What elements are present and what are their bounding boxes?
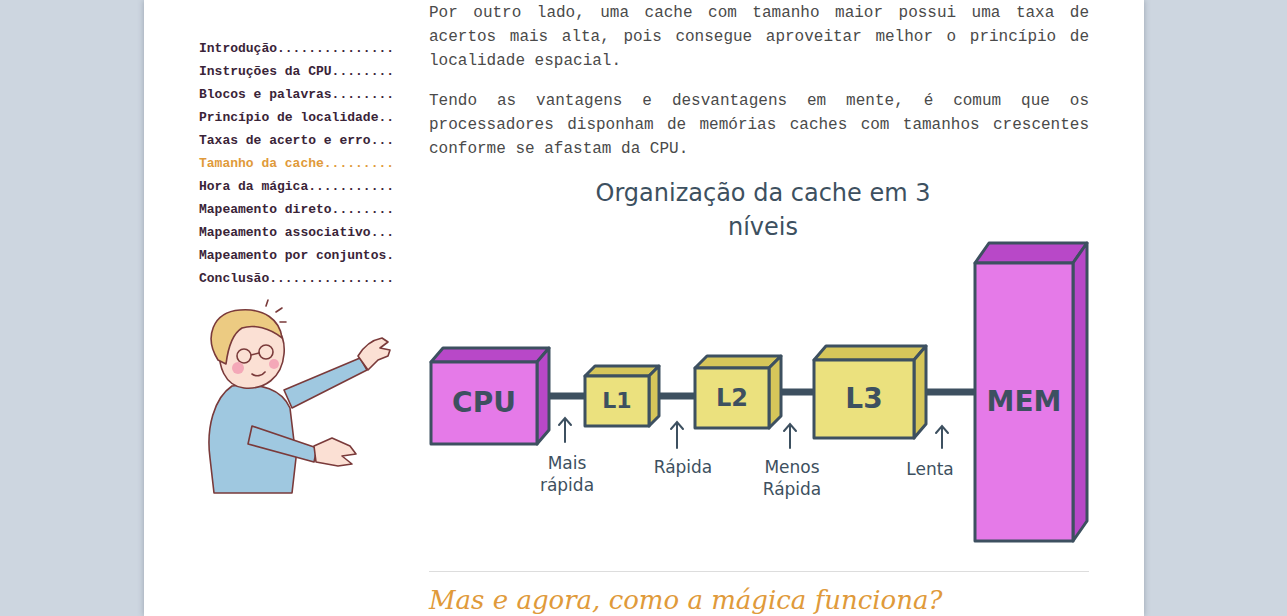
cube-top bbox=[975, 243, 1087, 263]
sleeve bbox=[248, 426, 317, 462]
cheek bbox=[232, 362, 244, 374]
speed-label: Mais rápida bbox=[529, 452, 605, 496]
pointer-arrow bbox=[936, 426, 948, 448]
glasses bbox=[237, 349, 251, 363]
cube-label: L2 bbox=[716, 384, 748, 412]
nav-link: Mapeamento associativo... bbox=[199, 225, 394, 241]
bus-connector bbox=[658, 393, 696, 400]
presenter-illustration bbox=[192, 298, 402, 503]
nav-link: Instruções da CPU........ bbox=[199, 64, 394, 80]
cube-front bbox=[431, 362, 537, 444]
cube-top bbox=[814, 346, 926, 360]
sleeve bbox=[284, 358, 367, 408]
cube-front bbox=[695, 368, 769, 428]
nav-link: Hora da mágica........... bbox=[199, 179, 394, 195]
hand bbox=[358, 338, 390, 370]
nav-link: Mapeamento por conjuntos. bbox=[199, 248, 394, 264]
cube-top bbox=[431, 348, 549, 362]
cache-cube: CPU bbox=[431, 348, 549, 444]
body-paragraph: Tendo as vantagens e desvantagens em men… bbox=[429, 89, 1089, 161]
nav-link: Mapeamento direto........ bbox=[199, 202, 394, 218]
speed-label: Lenta bbox=[890, 458, 970, 480]
pointer-arrow bbox=[671, 422, 683, 448]
cube-side bbox=[537, 348, 549, 444]
bus-connector bbox=[548, 393, 586, 400]
cube-label: MEM bbox=[987, 386, 1062, 418]
cube-front bbox=[975, 263, 1073, 541]
hand bbox=[314, 438, 356, 466]
glasses bbox=[251, 353, 259, 355]
cube-front bbox=[814, 360, 914, 438]
cube-side bbox=[1073, 243, 1087, 541]
spark bbox=[266, 300, 286, 322]
body-paragraph: Por outro lado, uma cache com tamanho ma… bbox=[429, 1, 1089, 73]
pointer-arrow bbox=[559, 418, 571, 442]
glasses bbox=[259, 345, 273, 359]
speed-label: Rápida bbox=[638, 456, 728, 478]
cache-cube: L1 bbox=[585, 366, 659, 426]
nav-link: Introdução............... bbox=[199, 41, 394, 57]
cube-label: L1 bbox=[602, 388, 631, 414]
bus-connector bbox=[780, 389, 815, 396]
bus-connector bbox=[925, 389, 976, 396]
section-heading: Mas e agora, como a mágica funciona? bbox=[429, 586, 942, 614]
speed-label: Menos Rápida bbox=[749, 456, 835, 500]
cube-label: L3 bbox=[845, 383, 882, 415]
cache-cube: L3 bbox=[814, 346, 926, 438]
mouth bbox=[252, 372, 265, 376]
cube-side bbox=[769, 356, 781, 428]
cheek bbox=[269, 359, 279, 369]
hair bbox=[211, 310, 282, 364]
nav-link: Tamanho da cache......... bbox=[199, 156, 394, 172]
pointer-arrow bbox=[784, 424, 796, 448]
nav-link: Blocos e palavras........ bbox=[199, 87, 394, 103]
cube-side bbox=[914, 346, 926, 438]
cache-cube: MEM bbox=[975, 243, 1087, 541]
nav-link: Conclusão................ bbox=[199, 271, 394, 287]
cube-front bbox=[585, 376, 649, 426]
divider-rule bbox=[429, 571, 1089, 572]
nav-link: Taxas de acerto e erro... bbox=[199, 133, 394, 149]
cube-top bbox=[695, 356, 781, 368]
cache-cube: L2 bbox=[695, 356, 781, 428]
nav-link: Princípio de localidade.. bbox=[199, 110, 394, 126]
cube-label: CPU bbox=[452, 387, 516, 419]
diagram-title: Organização da cache em 3 níveis bbox=[563, 176, 963, 244]
